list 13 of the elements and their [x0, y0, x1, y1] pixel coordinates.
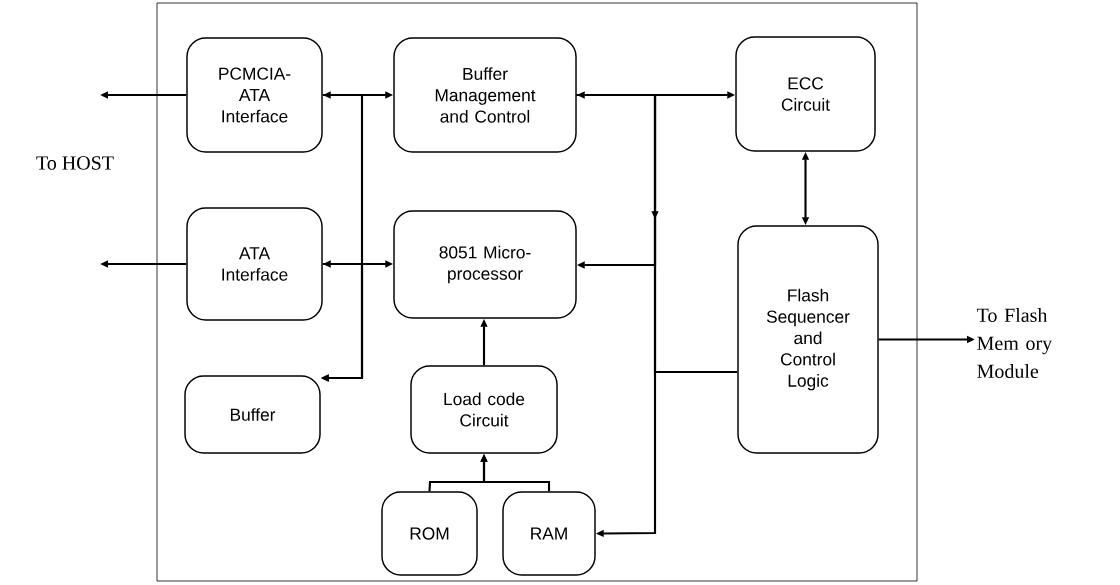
block-box: Load code Circuit — [410, 365, 558, 454]
block-box: 8051 Micro- processor — [393, 210, 577, 319]
destination-text: To Flash Mem ory Module — [976, 308, 1053, 379]
block-box: ROM — [381, 491, 478, 576]
block-box: Buffer Management and Control — [393, 37, 577, 153]
block-box: ECC Circuit — [735, 36, 876, 152]
block-box: RAM — [502, 491, 596, 576]
destination-text: To HOST — [36, 156, 114, 170]
block-box: PCMCIA- ATA Interface — [186, 37, 323, 153]
block-box: ATA Interface — [186, 207, 323, 321]
arrow — [576, 93, 657, 538]
block-box: Flash Sequencer and Control Logic — [737, 225, 879, 454]
block-box: Buffer — [184, 375, 321, 454]
